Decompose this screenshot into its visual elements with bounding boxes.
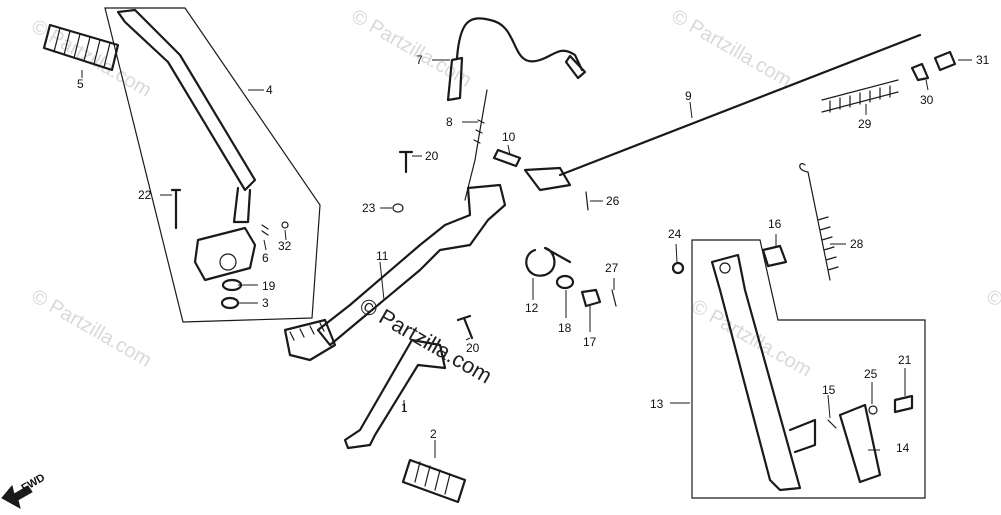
cotter-26-part [585, 191, 589, 211]
callout-2: 2 [430, 427, 437, 441]
cotter-27-part [611, 289, 617, 307]
nut-17-part [580, 288, 602, 308]
kick-starter-group-frame [104, 7, 321, 323]
callout-11: 11 [376, 249, 389, 263]
nut-31-part [933, 50, 957, 72]
callout-21: 21 [898, 353, 912, 367]
pin-15-part [827, 419, 837, 429]
callout-30: 30 [920, 93, 934, 107]
callout-12: 12 [525, 301, 539, 315]
step-bar-part [343, 338, 447, 450]
callout-28: 28 [850, 237, 864, 251]
side-stand-group-frame [691, 239, 926, 499]
watermark: © Partzilla.com [348, 5, 476, 91]
switch-plate-14-part [838, 403, 882, 484]
callout-15: 15 [822, 383, 836, 397]
fwd-label: FWD [20, 472, 48, 495]
callout-4: 4 [266, 83, 273, 97]
callout-29: 29 [858, 117, 872, 131]
callout-22: 22 [138, 188, 152, 202]
clip-23-part [392, 203, 404, 213]
callout-19: 19 [262, 279, 276, 293]
brake-rod-part [523, 33, 922, 192]
callout-20-upper: 20 [425, 149, 439, 163]
ball-32-part [281, 221, 289, 229]
bolt-16-part [761, 244, 788, 268]
callout-9: 9 [685, 89, 692, 103]
stop-switch-part [446, 17, 587, 102]
callout-18: 18 [558, 321, 572, 335]
leader-lines [81, 59, 972, 458]
callout-3: 3 [262, 296, 269, 310]
nut-24-part [671, 261, 685, 275]
watermark: © Partzilla.com [688, 295, 816, 381]
callout-16: 16 [768, 217, 782, 231]
kick-arm-part [116, 8, 257, 224]
bolt-20-upper-part [398, 150, 414, 174]
bolt-22-part [170, 188, 182, 230]
kick-grip-part [42, 23, 120, 72]
callout-14: 14 [896, 441, 910, 455]
callout-24: 24 [668, 227, 682, 241]
washer-18-part [555, 274, 575, 290]
watermark: © Partzilla.com [28, 285, 156, 371]
callout-25: 25 [864, 367, 878, 381]
watermark: © Partzilla.com [983, 285, 1001, 371]
callout-31: 31 [976, 53, 990, 67]
washer-25-part [868, 405, 878, 415]
callout-32: 32 [278, 239, 292, 253]
spring-28-part [799, 163, 839, 281]
callout-5: 5 [77, 77, 84, 91]
fwd-indicator: FWD [1, 472, 48, 509]
clip-3-part [220, 296, 240, 310]
spring-6-part [261, 224, 269, 236]
spring-29-part [821, 79, 899, 113]
side-stand-part [710, 253, 817, 492]
watermark: © Partzilla.com [668, 5, 796, 91]
callout-7: 7 [416, 53, 423, 67]
callout-10: 10 [502, 130, 516, 144]
callout-23: 23 [362, 201, 376, 215]
return-spring-12-part [525, 246, 572, 277]
callout-6: 6 [262, 251, 269, 265]
pin-10-part [492, 148, 522, 168]
callout-17: 17 [583, 335, 597, 349]
callout-27: 27 [605, 261, 619, 275]
spring-8-part [464, 89, 488, 201]
bolt-20-lower-part [456, 314, 474, 340]
fwd-arrow-icon [1, 484, 33, 509]
kick-boss-part [193, 226, 257, 282]
joint-30-part [910, 62, 930, 82]
watermark-layer: © Partzilla.com © Partzilla.com © Partzi… [28, 5, 1001, 381]
callout-26: 26 [606, 194, 620, 208]
brake-pedal-part [283, 183, 507, 362]
callout-13: 13 [650, 397, 664, 411]
callout-8: 8 [446, 115, 453, 129]
step-rubber-part [401, 458, 467, 504]
callout-20-lower: 20 [466, 341, 480, 355]
watermark: © Partzilla.com [28, 15, 156, 101]
callout-labels: 1 2 3 4 5 6 7 8 9 10 11 12 13 14 15 16 1… [77, 53, 990, 455]
bolt-21-part [893, 394, 914, 414]
callout-1: 1 [401, 401, 408, 415]
